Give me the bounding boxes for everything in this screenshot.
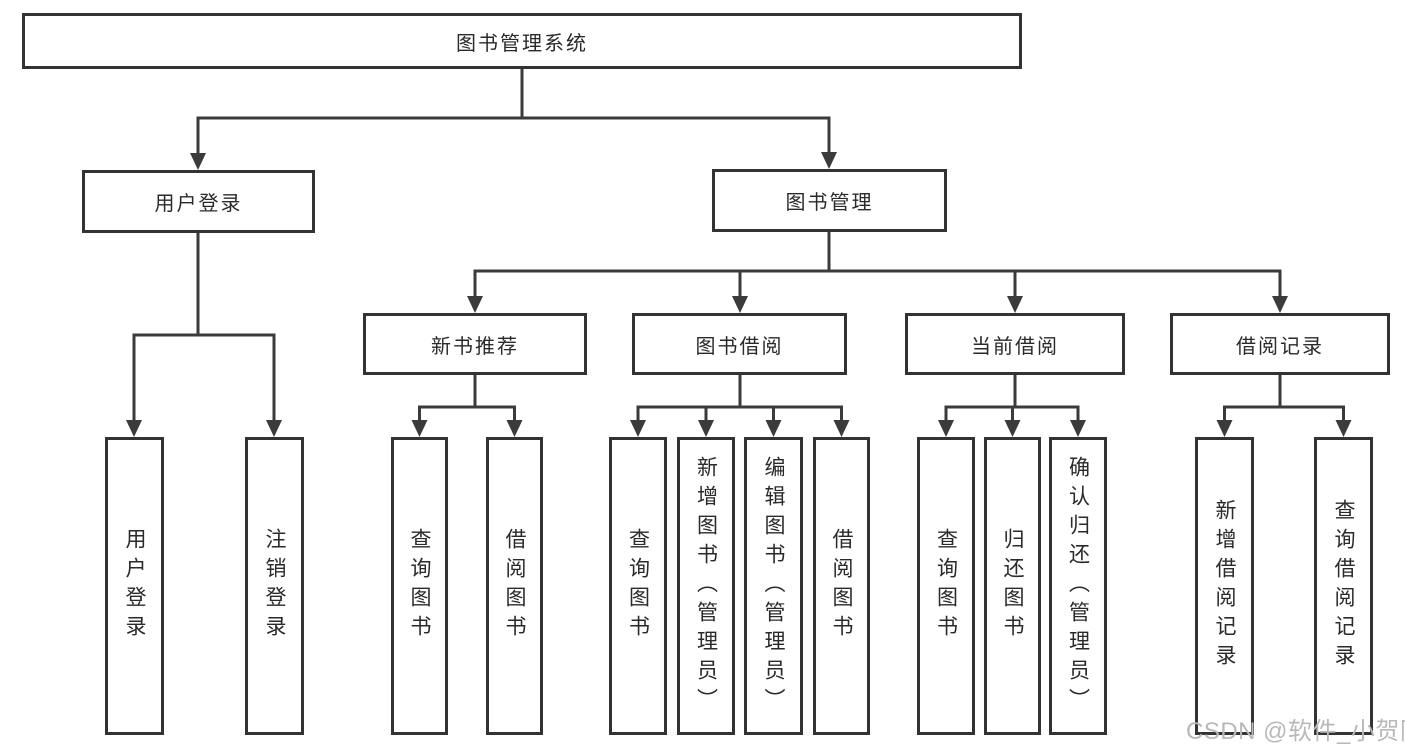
- node-book-borrow: 图书借阅: [632, 313, 847, 375]
- arrowhead-icon: [765, 420, 782, 437]
- node-book-borrow-label: 图书借阅: [695, 335, 784, 358]
- node-leaf-current-query: 查询图书: [917, 437, 975, 735]
- node-leaf-record-query: 查询借阅记录: [1314, 437, 1373, 735]
- node-leaf-current-confirm: 确认归还（管理员）: [1049, 437, 1107, 735]
- node-leaf-user-login-label: 用户登录: [123, 528, 146, 644]
- arrowhead-icon: [833, 420, 850, 437]
- node-leaf-newbook-query-label: 查询图书: [408, 528, 431, 644]
- arrowhead-icon: [126, 420, 142, 437]
- arrowhead-icon: [266, 420, 282, 437]
- node-leaf-current-query-label: 查询图书: [934, 528, 958, 644]
- arrowhead-icon: [1335, 420, 1352, 437]
- connector-line: [1223, 405, 1345, 424]
- arrowhead-icon: [506, 420, 523, 437]
- arrowhead-icon: [1070, 420, 1086, 437]
- arrowhead-icon: [938, 420, 954, 437]
- node-book-mgmt: 图书管理: [712, 169, 947, 232]
- node-book-mgmt-label: 图书管理: [785, 192, 874, 214]
- arrowhead-icon: [1007, 296, 1023, 313]
- node-borrow-record: 借阅记录: [1170, 313, 1390, 375]
- node-leaf-current-return: 归还图书: [984, 437, 1041, 735]
- node-leaf-borrow-edit: 编辑图书（管理员）: [744, 437, 803, 735]
- node-user-login: 用户登录: [82, 170, 315, 233]
- node-borrow-record-label: 借阅记录: [1236, 335, 1324, 358]
- arrowhead-icon: [411, 420, 428, 437]
- arrowhead-icon: [732, 296, 748, 313]
- connector-line: [196, 116, 831, 156]
- node-leaf-borrow-borrow-label: 借阅图书: [830, 528, 853, 644]
- node-leaf-record-add-label: 新增借阅记录: [1213, 499, 1236, 673]
- connector-line: [473, 269, 1282, 300]
- node-leaf-borrow-add-label: 新增图书（管理员）: [694, 455, 718, 717]
- arrowhead-icon: [630, 420, 646, 437]
- node-leaf-logout: 注销登录: [245, 437, 304, 735]
- node-leaf-newbook-borrow-label: 借阅图书: [503, 528, 526, 644]
- node-leaf-borrow-add: 新增图书（管理员）: [677, 437, 735, 735]
- arrowhead-icon: [190, 153, 206, 170]
- arrowhead-icon: [1004, 420, 1021, 437]
- node-root: 图书管理系统: [22, 13, 1022, 69]
- connector-line: [636, 405, 843, 424]
- node-root-label: 图书管理系统: [456, 32, 588, 55]
- arrowhead-icon: [821, 152, 837, 169]
- connector-line: [132, 333, 276, 424]
- node-new-book-recommend: 新书推荐: [363, 313, 587, 375]
- node-new-book-recommend-label: 新书推荐: [431, 335, 519, 358]
- connector-line: [418, 405, 516, 424]
- watermark-text: CSDN @软件_小贺同学: [1186, 718, 1405, 745]
- node-leaf-borrow-borrow: 借阅图书: [813, 437, 870, 735]
- node-leaf-record-add: 新增借阅记录: [1195, 437, 1254, 735]
- arrowhead-icon: [1216, 420, 1233, 437]
- node-leaf-borrow-query-label: 查询图书: [626, 528, 650, 644]
- node-leaf-borrow-edit-label: 编辑图书（管理员）: [762, 455, 785, 717]
- arrowhead-icon: [467, 296, 483, 313]
- arrowhead-icon: [698, 420, 714, 437]
- node-user-login-label: 用户登录: [154, 193, 243, 215]
- node-leaf-current-return-label: 归还图书: [1001, 528, 1024, 644]
- node-leaf-logout-label: 注销登录: [263, 528, 286, 644]
- node-leaf-borrow-query: 查询图书: [609, 437, 667, 735]
- node-current-borrow: 当前借阅: [905, 313, 1125, 375]
- node-current-borrow-label: 当前借阅: [971, 335, 1059, 358]
- node-leaf-newbook-query: 查询图书: [391, 437, 448, 735]
- node-leaf-newbook-borrow: 借阅图书: [486, 437, 543, 735]
- node-leaf-current-confirm-label: 确认归还（管理员）: [1066, 455, 1090, 717]
- arrowhead-icon: [1272, 296, 1288, 313]
- arrowheads: [126, 152, 1352, 437]
- node-leaf-user-login: 用户登录: [105, 437, 164, 735]
- node-leaf-record-query-label: 查询借阅记录: [1332, 499, 1355, 673]
